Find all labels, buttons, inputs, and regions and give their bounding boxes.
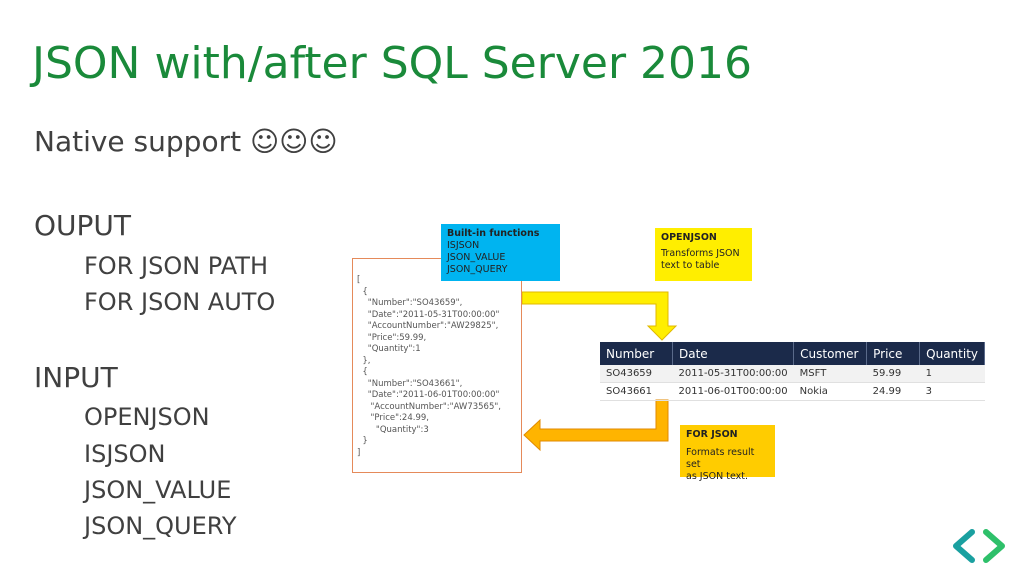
chevron-right-icon xyxy=(983,529,1005,563)
json-line: { xyxy=(357,286,368,297)
json-line: "AccountNumber":"AW73565", xyxy=(357,401,501,412)
callout-line: JSON_QUERY xyxy=(447,264,508,275)
table-cell: SO43659 xyxy=(600,365,673,383)
callout-title: FOR JSON xyxy=(686,429,738,440)
builtin-functions-callout: Built-in functions ISJSON JSON_VALUE JSO… xyxy=(441,224,560,281)
chevron-left-icon xyxy=(953,529,975,563)
output-item-json-path: FOR JSON PATH xyxy=(84,252,268,280)
json-line: "Number":"SO43661", xyxy=(357,378,463,389)
table-cell: 2011-05-31T00:00:00 xyxy=(672,365,794,383)
column-header-quantity: Quantity xyxy=(919,342,986,365)
json-line: "Quantity":3 xyxy=(357,424,429,435)
column-header-customer: Customer xyxy=(793,342,868,365)
openjson-arrow xyxy=(521,291,678,341)
table-cell: MSFT xyxy=(793,365,867,383)
callout-line: Transforms JSON xyxy=(661,248,740,259)
input-heading: INPUT xyxy=(34,361,118,394)
json-line: "Date":"2011-05-31T00:00:00" xyxy=(357,309,500,320)
openjson-callout: OPENJSON Transforms JSON text to table xyxy=(655,228,752,281)
table-cell: Nokia xyxy=(793,382,867,401)
nav-logo xyxy=(953,529,1005,563)
result-table: Number Date Customer Price Quantity SO43… xyxy=(600,342,986,401)
table-cell: 2011-06-01T00:00:00 xyxy=(672,382,794,401)
callout-line: JSON_VALUE xyxy=(447,252,506,263)
json-line: [ xyxy=(357,275,361,285)
input-item-openjson: OPENJSON xyxy=(84,403,210,431)
callout-line: as JSON text. xyxy=(686,471,748,482)
column-header-price: Price xyxy=(866,342,921,365)
json-line: "Quantity":1 xyxy=(357,344,421,354)
json-line: "Date":"2011-06-01T00:00:00" xyxy=(357,390,500,400)
table-cell: 3 xyxy=(919,382,985,401)
column-header-number: Number xyxy=(600,342,673,365)
table-header-row: Number Date Customer Price Quantity xyxy=(600,342,986,365)
json-line: }, xyxy=(357,355,371,366)
table-row: SO43659 2011-05-31T00:00:00 MSFT 59.99 1 xyxy=(600,365,985,383)
forjson-arrow xyxy=(523,399,669,452)
callout-line: text to table xyxy=(661,260,720,271)
json-line: ] xyxy=(357,447,361,458)
table-row: SO43661 2011-06-01T00:00:00 Nokia 24.99 … xyxy=(600,382,985,401)
json-line: } xyxy=(357,436,368,446)
callout-line: ISJSON xyxy=(447,240,480,251)
json-line: { xyxy=(357,367,368,377)
json-sample-box: [ { "Number":"SO43659", "Date":"2011-05-… xyxy=(352,258,522,473)
table-cell: 1 xyxy=(919,365,985,383)
json-line: "Price":59.99, xyxy=(357,332,427,343)
table-cell: 59.99 xyxy=(866,365,920,383)
forjson-callout: FOR JSON Formats result set as JSON text… xyxy=(680,425,775,482)
json-line: "AccountNumber":"AW29825", xyxy=(357,321,499,331)
output-heading: OUPUT xyxy=(34,209,132,242)
input-item-json-query: JSON_QUERY xyxy=(84,512,237,540)
json-line: "Price":24.99, xyxy=(357,413,429,423)
native-support-text: Native support ☺☺☺ xyxy=(34,125,338,158)
output-item-json-auto: FOR JSON AUTO xyxy=(84,288,276,316)
input-item-json-value: JSON_VALUE xyxy=(84,476,232,504)
callout-title: OPENJSON xyxy=(661,232,717,243)
table-cell: SO43661 xyxy=(600,382,673,401)
table-cell: 24.99 xyxy=(866,382,920,401)
callout-line: Formats result set xyxy=(686,447,755,470)
json-line: "Number":"SO43659", xyxy=(357,298,463,308)
column-header-date: Date xyxy=(672,342,795,365)
input-item-isjson: ISJSON xyxy=(84,440,166,468)
slide-title: JSON with/after SQL Server 2016 xyxy=(32,38,753,89)
callout-title: Built-in functions xyxy=(447,228,540,239)
